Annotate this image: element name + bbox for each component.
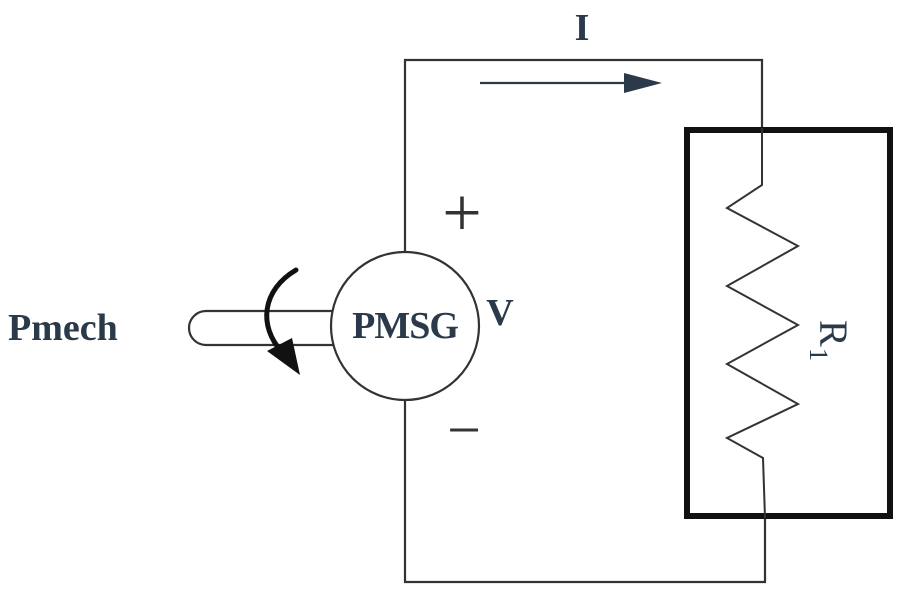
rotation-arrow-head-icon xyxy=(267,338,300,375)
plus-sign: + xyxy=(442,175,481,252)
voltage-label: V xyxy=(486,292,514,334)
resistor-label-group: R 1 xyxy=(804,320,856,361)
pmech-label: Pmech xyxy=(8,307,118,349)
top-left-wire xyxy=(403,58,764,252)
generator-circle xyxy=(329,250,481,402)
mechanical-shaft xyxy=(187,309,333,347)
load-box xyxy=(684,127,893,519)
resistor-zigzag xyxy=(724,128,801,519)
current-label: I xyxy=(575,7,590,49)
minus-sign: − xyxy=(447,397,481,463)
resistor-subscript: 1 xyxy=(804,348,833,361)
bottom-wire xyxy=(403,398,767,584)
current-arrow-head xyxy=(624,73,662,93)
resistor-label: R xyxy=(811,320,856,347)
pmsg-label: PMSG xyxy=(352,305,458,347)
rotation-arrow-icon xyxy=(264,267,299,355)
